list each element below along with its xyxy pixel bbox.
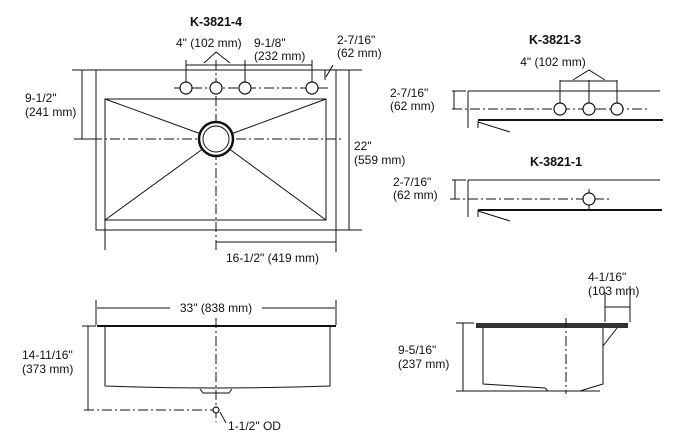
k3-offset-mm-label: (62 mm) bbox=[390, 99, 435, 113]
faucet-hole bbox=[610, 102, 624, 116]
hole-offset-in-label: 2-7/16" bbox=[337, 33, 375, 47]
k1-title: K-3821-1 bbox=[530, 155, 582, 169]
side-height-mm-label: (237 mm) bbox=[398, 357, 449, 371]
front-view: 33" (838 mm) 14-11/16" (373 mm) 1-1/2" O… bbox=[22, 298, 337, 433]
half-width-label: 16-1/2" (419 mm) bbox=[226, 251, 319, 265]
ledge-in-label: 4-1/16" bbox=[588, 270, 626, 284]
side-lines bbox=[456, 286, 631, 392]
height-mm-label: (373 mm) bbox=[22, 362, 73, 376]
drain-offset-in-label: 9-1/2" bbox=[25, 91, 57, 105]
hole-offset-mm-label: (62 mm) bbox=[337, 46, 382, 60]
faucet-hole bbox=[238, 81, 252, 95]
top-view: K-3821-4 4" (102 mm) 9-1/8" (232 mm) 2-7… bbox=[25, 15, 405, 265]
k3-hole-spacing-label: 4" (102 mm) bbox=[520, 55, 586, 69]
hole-spacing-label: 4" (102 mm) bbox=[176, 36, 242, 50]
faucet-hole bbox=[582, 102, 596, 116]
side-rim bbox=[476, 323, 628, 328]
faucet-hole bbox=[305, 81, 319, 95]
k3-title: K-3821-3 bbox=[529, 33, 581, 47]
side-view: 4-1/16" (103 mm) 9-5/16" (237 mm) bbox=[398, 270, 639, 394]
drain-inner bbox=[202, 125, 230, 153]
width-label: 33" (838 mm) bbox=[180, 301, 252, 315]
ledge-mm-label: (103 mm) bbox=[588, 284, 639, 298]
height-in-label: 14-11/16" bbox=[22, 348, 73, 362]
depth-in-label: 22" bbox=[354, 139, 372, 153]
hole-span-mm-label: (232 mm) bbox=[254, 49, 305, 63]
faucet-hole bbox=[553, 102, 567, 116]
k3821-3-view: K-3821-3 4" (102 mm) 2-7/16" (62 mm) bbox=[390, 33, 663, 133]
k1-offset-in-label: 2-7/16" bbox=[393, 175, 431, 189]
basin-slope-lines bbox=[104, 98, 327, 221]
hole-dimension-lines bbox=[72, 51, 362, 252]
drain-icon bbox=[197, 120, 235, 158]
k1-lines bbox=[452, 179, 660, 222]
faucet-hole bbox=[179, 81, 193, 95]
drain-offset-mm-label: (241 mm) bbox=[25, 105, 76, 119]
k3-offset-in-label: 2-7/16" bbox=[390, 86, 428, 100]
front-lines bbox=[82, 300, 337, 424]
hole-span-in-label: 9-1/8" bbox=[254, 36, 286, 50]
side-height-in-label: 9-5/16" bbox=[398, 343, 436, 357]
k3-lines bbox=[452, 69, 660, 133]
top-view-title: K-3821-4 bbox=[190, 15, 242, 29]
drain-od-label: 1-1/2" OD bbox=[228, 419, 281, 433]
depth-mm-label: (559 mm) bbox=[354, 153, 405, 167]
k1-offset-mm-label: (62 mm) bbox=[393, 188, 438, 202]
drain-outlet-icon bbox=[212, 406, 220, 414]
faucet-hole bbox=[582, 192, 596, 206]
k3821-1-view: K-3821-1 2-7/16" (62 mm) bbox=[393, 155, 662, 222]
faucet-hole bbox=[209, 81, 223, 95]
